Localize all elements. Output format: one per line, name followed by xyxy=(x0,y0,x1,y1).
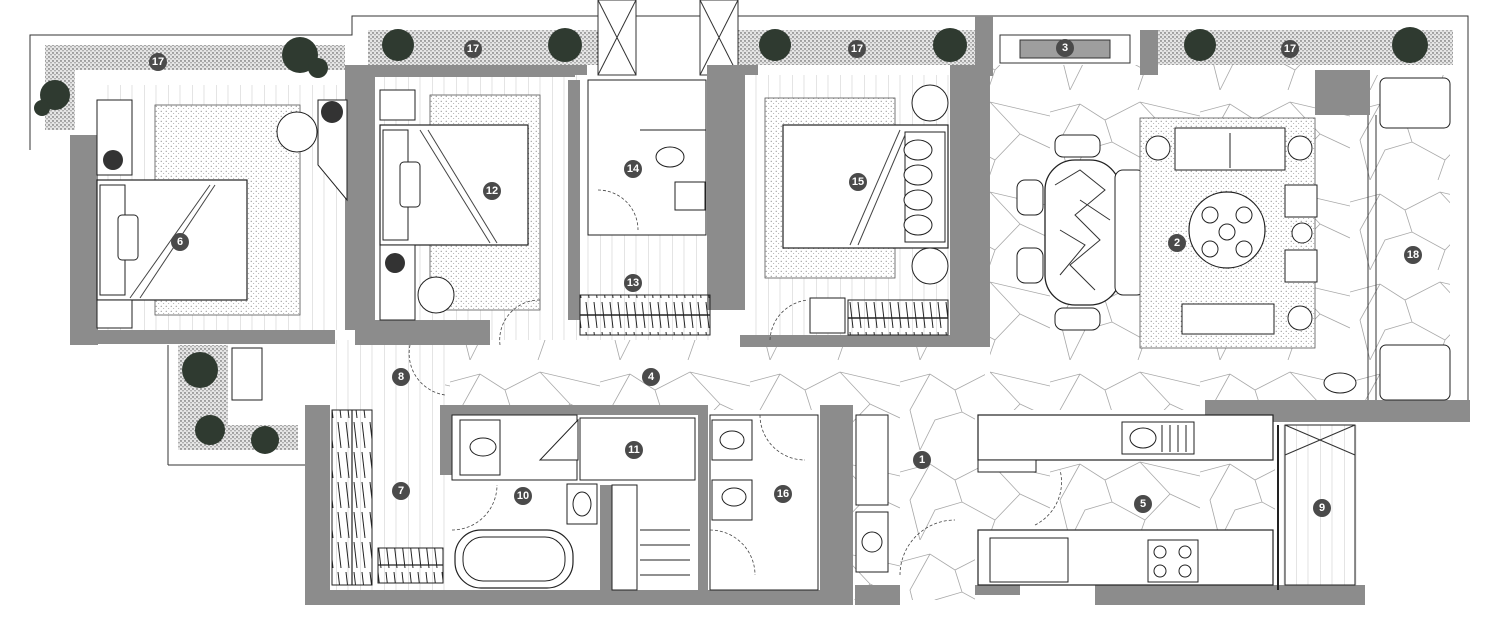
room-label-16: 16 xyxy=(777,488,789,500)
walls xyxy=(70,16,1470,605)
room-label-14: 14 xyxy=(627,163,640,175)
terrace-label-1: 17 xyxy=(152,56,164,68)
terrace-label-4: 17 xyxy=(1284,43,1296,55)
room-label-12: 12 xyxy=(486,185,498,197)
room-label-5: 5 xyxy=(1140,498,1146,510)
room-label-6-badge xyxy=(171,233,189,251)
room-label-8: 8 xyxy=(398,371,404,383)
room-label-15: 15 xyxy=(852,176,864,188)
room-label-1: 1 xyxy=(919,454,925,466)
living-dining-2: 2 xyxy=(1016,117,1318,349)
service-balcony-9: 9 xyxy=(1284,424,1356,586)
terrace-label-2: 17 xyxy=(467,43,479,55)
foyer-1: 1 xyxy=(855,414,956,576)
room-label-11: 11 xyxy=(628,444,640,456)
bedroom-6: 6 xyxy=(96,99,348,329)
room-label-13: 13 xyxy=(627,277,639,289)
plant-icons xyxy=(34,27,1428,454)
bedroom-12: 12 xyxy=(379,89,541,321)
kitchen-5: 5 xyxy=(977,414,1279,590)
corridor-8-closet-7: 8 7 xyxy=(231,299,809,586)
room-label-2: 2 xyxy=(1174,237,1180,249)
bathroom-16: 16 xyxy=(709,414,819,591)
room-label-3: 3 xyxy=(1062,42,1068,54)
bathroom-14: 14 xyxy=(587,79,707,236)
room-label-10: 10 xyxy=(517,490,529,502)
room-label-18: 18 xyxy=(1407,249,1419,261)
room-label-7: 7 xyxy=(398,485,404,497)
terrace-label-3: 17 xyxy=(851,43,863,55)
terrace-labels: 17 17 17 17 3 xyxy=(149,39,1299,71)
room-label-9: 9 xyxy=(1319,502,1325,514)
wardrobe-13: 13 xyxy=(579,274,711,336)
room-label-6: 6 xyxy=(177,236,183,248)
bathroom-10-11: 10 11 xyxy=(451,414,696,591)
balcony-18: 18 xyxy=(1323,77,1451,401)
room-label-4: 4 xyxy=(648,371,655,383)
terrace-planters xyxy=(34,27,1453,454)
bedroom-15: 15 xyxy=(764,84,949,336)
outline xyxy=(29,0,1469,466)
hall-4: 4 xyxy=(642,368,660,386)
